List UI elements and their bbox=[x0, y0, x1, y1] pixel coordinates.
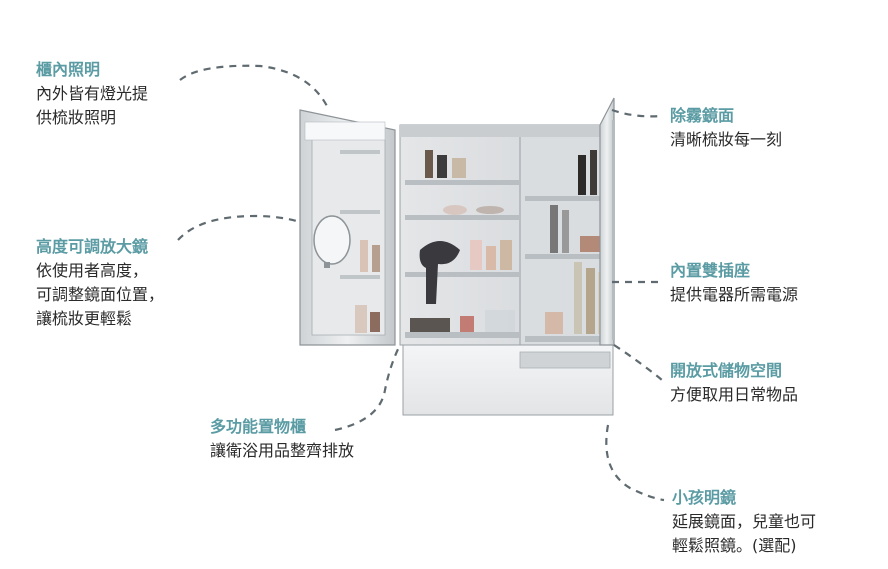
callout-title: 高度可調放大鏡 bbox=[36, 237, 149, 256]
leader-defog bbox=[611, 108, 663, 118]
callout-title: 開放式儲物空間 bbox=[670, 361, 783, 380]
right-door bbox=[599, 97, 615, 346]
callout-line: 輕鬆照鏡。(選配) bbox=[672, 536, 797, 555]
callout-line: 內外皆有燈光提 bbox=[36, 84, 149, 103]
callout-storage: 多功能置物櫃 讓衛浴用品整齊排放 bbox=[210, 415, 354, 463]
callout-socket: 內置雙插座 提供電器所需電源 bbox=[670, 259, 798, 307]
leader-storage bbox=[334, 344, 401, 432]
callout-magnifier: 高度可調放大鏡 依使用者高度， 可調整鏡面位置， 讓梳妝更輕鬆 bbox=[36, 235, 164, 331]
callout-line: 可調整鏡面位置， bbox=[36, 285, 165, 304]
callout-line: 延展鏡面，兒童也可 bbox=[672, 512, 817, 531]
left-door bbox=[299, 109, 396, 346]
callout-title: 小孩明鏡 bbox=[672, 488, 737, 507]
leader-kids-mirror bbox=[605, 424, 665, 502]
leader-open-shelf bbox=[613, 344, 663, 381]
callout-open-shelf: 開放式儲物空間 方便取用日常物品 bbox=[670, 359, 798, 407]
callout-line: 讓梳妝更輕鬆 bbox=[36, 309, 133, 328]
leader-lighting bbox=[179, 64, 329, 109]
callout-title: 櫃內照明 bbox=[36, 60, 101, 79]
callout-line: 提供電器所需電源 bbox=[670, 285, 799, 304]
callout-line: 方便取用日常物品 bbox=[670, 385, 799, 404]
callout-line: 依使用者高度， bbox=[36, 261, 149, 280]
callout-title: 除霧鏡面 bbox=[670, 106, 735, 125]
kids-mirror-drawer bbox=[402, 344, 614, 416]
callout-line: 清晰梳妝每一刻 bbox=[670, 130, 783, 149]
callout-lighting: 櫃內照明 內外皆有燈光提 供梳妝照明 bbox=[36, 58, 148, 130]
callout-defog: 除霧鏡面 清晰梳妝每一刻 bbox=[670, 104, 782, 152]
leader-lines bbox=[177, 64, 665, 502]
callout-title: 多功能置物櫃 bbox=[210, 417, 307, 436]
cabinet-body bbox=[399, 124, 613, 346]
leader-magnifier bbox=[177, 214, 301, 241]
callout-title: 內置雙插座 bbox=[670, 261, 751, 280]
callout-kids-mirror: 小孩明鏡 延展鏡面，兒童也可 輕鬆照鏡。(選配) bbox=[672, 486, 816, 558]
callout-line: 讓衛浴用品整齊排放 bbox=[210, 441, 355, 460]
callout-line: 供梳妝照明 bbox=[36, 108, 117, 127]
